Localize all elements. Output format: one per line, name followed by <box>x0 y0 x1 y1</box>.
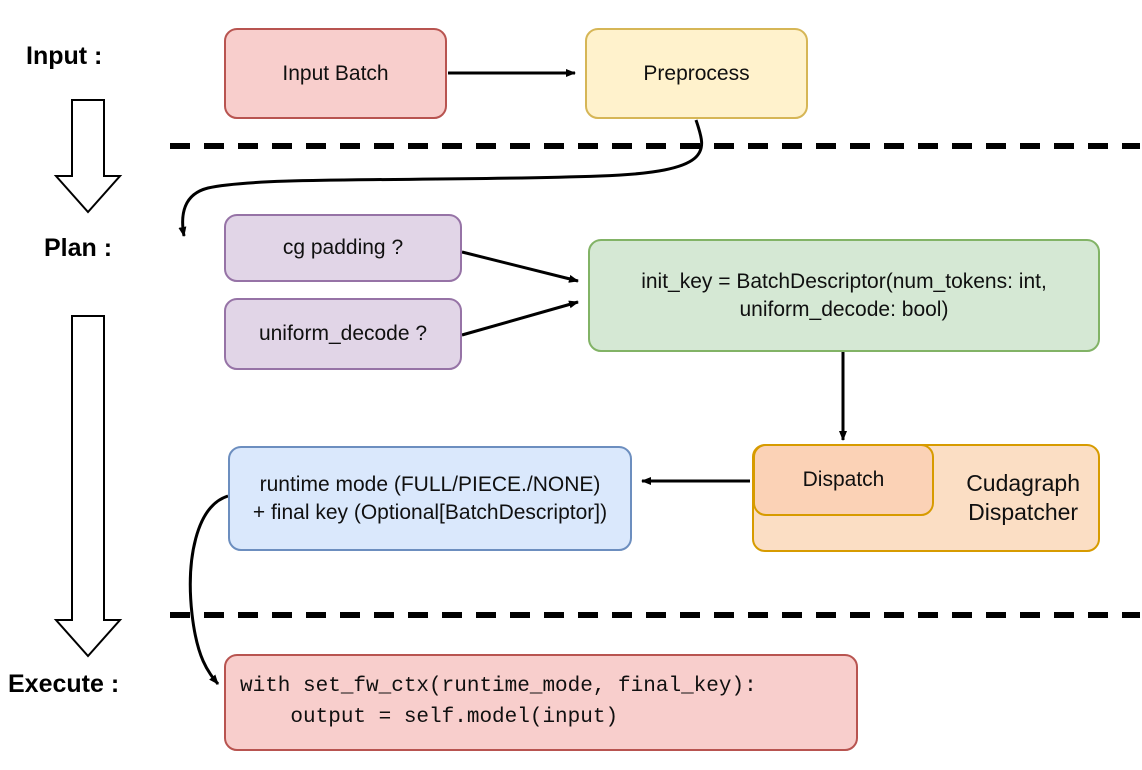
node-init-key-text: init_key = BatchDescriptor(num_tokens: i… <box>641 268 1047 323</box>
node-cudagraph-dispatcher-line1: Cudagraph <box>966 470 1080 497</box>
node-runtime-mode-line1: runtime mode (FULL/PIECE./NONE) <box>259 473 601 497</box>
section-label-execute: Execute : <box>8 670 120 698</box>
node-init-key-line1: init_key = BatchDescriptor(num_tokens: i… <box>641 270 1047 294</box>
section-arrow-plan-to-execute <box>53 315 123 658</box>
node-execute-code-text: with set_fw_ctx(runtime_mode, final_key)… <box>240 672 757 733</box>
node-dispatch-label: Dispatch <box>802 468 885 492</box>
node-preprocess-label: Preprocess <box>643 61 750 85</box>
edge-cg-padding-to-init-key <box>461 250 579 283</box>
section-arrow-input-to-plan <box>53 99 123 214</box>
section-label-plan: Plan : <box>44 234 113 262</box>
edge-uniform-decode-to-init-key <box>461 300 579 337</box>
node-runtime-mode-line2: + final key (Optional[BatchDescriptor]) <box>252 500 608 524</box>
node-input-batch[interactable]: Input Batch <box>224 28 447 119</box>
edge-runtime-mode-to-execute-code <box>188 494 229 685</box>
node-init-key[interactable]: init_key = BatchDescriptor(num_tokens: i… <box>588 239 1100 352</box>
node-cudagraph-dispatcher-line2: Dispatcher <box>968 499 1079 525</box>
node-cg-padding[interactable]: cg padding ? <box>224 214 462 282</box>
node-execute-code-line2: output = self.model(input) <box>240 705 619 729</box>
node-init-key-line2: uniform_decode: bool) <box>739 297 949 321</box>
node-preprocess[interactable]: Preprocess <box>585 28 808 119</box>
node-cudagraph-dispatcher-text: Cudagraph Dispatcher <box>966 469 1080 527</box>
node-runtime-mode[interactable]: runtime mode (FULL/PIECE./NONE) + final … <box>228 446 632 551</box>
node-execute-code-line1: with set_fw_ctx(runtime_mode, final_key)… <box>240 675 757 699</box>
section-label-input: Input : <box>26 42 103 70</box>
node-uniform-decode-label: uniform_decode ? <box>258 322 428 346</box>
node-cg-padding-label: cg padding ? <box>282 236 404 260</box>
node-runtime-mode-text: runtime mode (FULL/PIECE./NONE) + final … <box>253 471 607 526</box>
node-execute-code[interactable]: with set_fw_ctx(runtime_mode, final_key)… <box>224 654 858 751</box>
node-dispatch[interactable]: Dispatch <box>753 444 934 516</box>
node-input-batch-label: Input Batch <box>282 61 389 85</box>
node-uniform-decode[interactable]: uniform_decode ? <box>224 298 462 370</box>
edge-preprocess-to-cg-padding <box>178 119 704 237</box>
